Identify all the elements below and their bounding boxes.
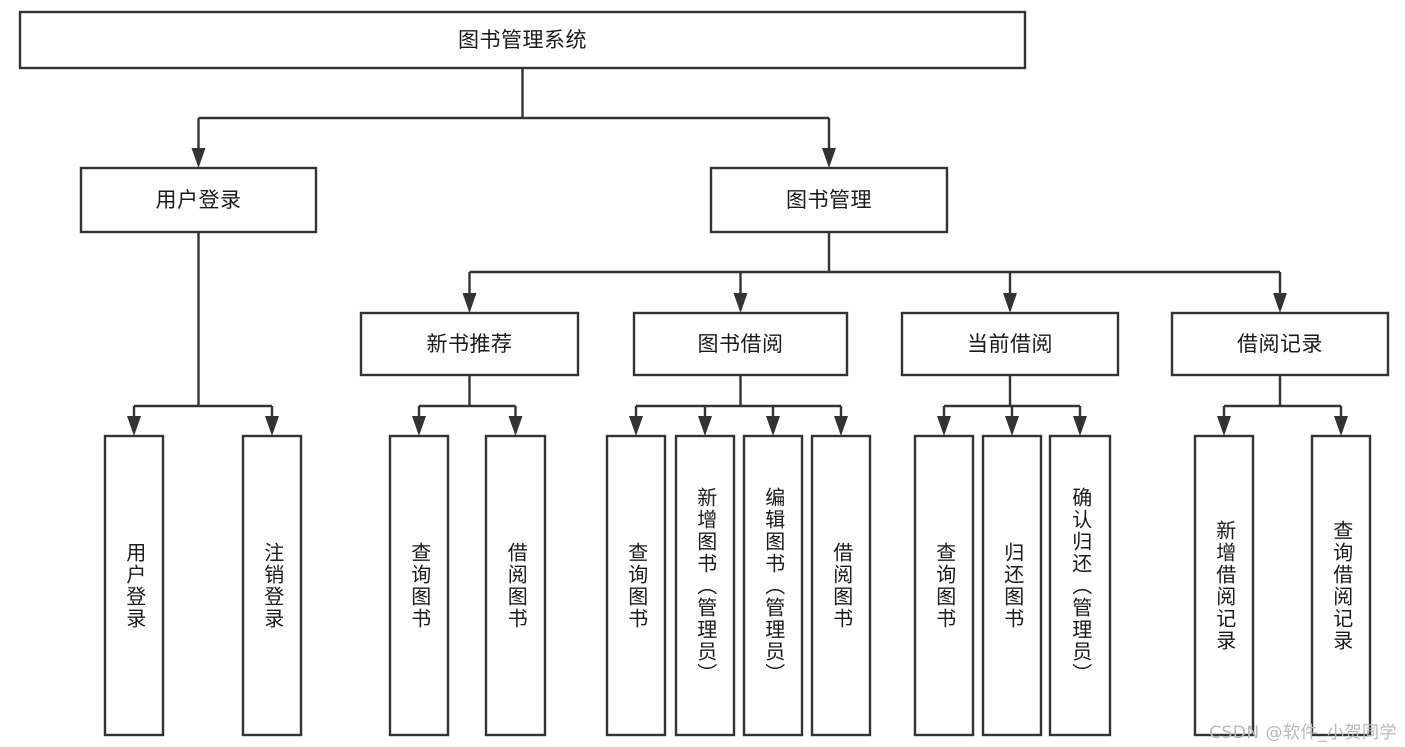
- node-box-leaf-borrow-query-book[interactable]: [605, 434, 667, 737]
- node-box-book-borrow[interactable]: [632, 311, 849, 377]
- arrow-head-icon-leaf-user-logout: [265, 416, 279, 436]
- arrow-head-icon-current-borrow: [1003, 293, 1017, 313]
- connectors-layer: [127, 68, 1348, 436]
- node-box-leaf-borrow-edit-book[interactable]: [742, 434, 804, 737]
- arrow-head-icon-leaf-borrow-add-book: [698, 416, 712, 436]
- arrow-head-icon-leaf-recommend-borrow-book: [508, 416, 523, 436]
- arrow-head-icon-leaf-records-add: [1217, 416, 1231, 436]
- arrow-head-icon-new-book-recommend: [462, 293, 477, 313]
- node-box-leaf-current-confirm-return[interactable]: [1048, 434, 1112, 737]
- node-box-leaf-current-return-book[interactable]: [981, 434, 1043, 737]
- arrow-head-icon-leaf-current-confirm-return: [1073, 416, 1087, 436]
- arrow-head-icon-leaf-current-return-book: [1005, 416, 1019, 436]
- arrow-head-icon-book-management: [822, 148, 836, 168]
- arrow-head-icon-leaf-user-login: [127, 416, 141, 436]
- arrow-head-icon-borrow-records: [1273, 293, 1287, 313]
- node-box-leaf-current-query-book[interactable]: [913, 434, 975, 737]
- arrow-head-icon-leaf-current-query-book: [937, 416, 951, 436]
- node-box-leaf-borrow-add-book[interactable]: [674, 434, 736, 737]
- node-box-leaf-records-query[interactable]: [1310, 434, 1372, 737]
- node-box-user-login[interactable]: [79, 166, 318, 234]
- boxes-layer: [18, 10, 1390, 737]
- node-box-new-book-recommend[interactable]: [359, 311, 580, 377]
- arrow-head-icon-book-borrow: [733, 293, 748, 313]
- arrow-head-icon-leaf-borrow-borrow-book: [834, 416, 848, 436]
- node-box-root[interactable]: [18, 10, 1027, 70]
- node-box-borrow-records[interactable]: [1170, 311, 1390, 377]
- arrow-head-icon-leaf-records-query: [1334, 416, 1348, 436]
- watermark-text: CSDN @软件_小贺同学: [1209, 723, 1397, 743]
- node-box-leaf-records-add[interactable]: [1193, 434, 1255, 737]
- node-box-current-borrow[interactable]: [900, 311, 1120, 377]
- node-box-book-management[interactable]: [709, 166, 949, 234]
- node-box-leaf-recommend-borrow-book[interactable]: [484, 434, 547, 737]
- node-box-leaf-recommend-query-book[interactable]: [388, 434, 450, 737]
- arrow-head-icon-user-login: [191, 148, 206, 168]
- node-box-leaf-user-login[interactable]: [103, 434, 165, 737]
- arrow-head-icon-leaf-borrow-query-book: [629, 416, 643, 436]
- node-box-leaf-user-logout[interactable]: [241, 434, 303, 737]
- arrow-head-icon-leaf-borrow-edit-book: [766, 416, 780, 436]
- arrow-head-icon-leaf-recommend-query-book: [412, 416, 426, 436]
- node-box-leaf-borrow-borrow-book[interactable]: [810, 434, 872, 737]
